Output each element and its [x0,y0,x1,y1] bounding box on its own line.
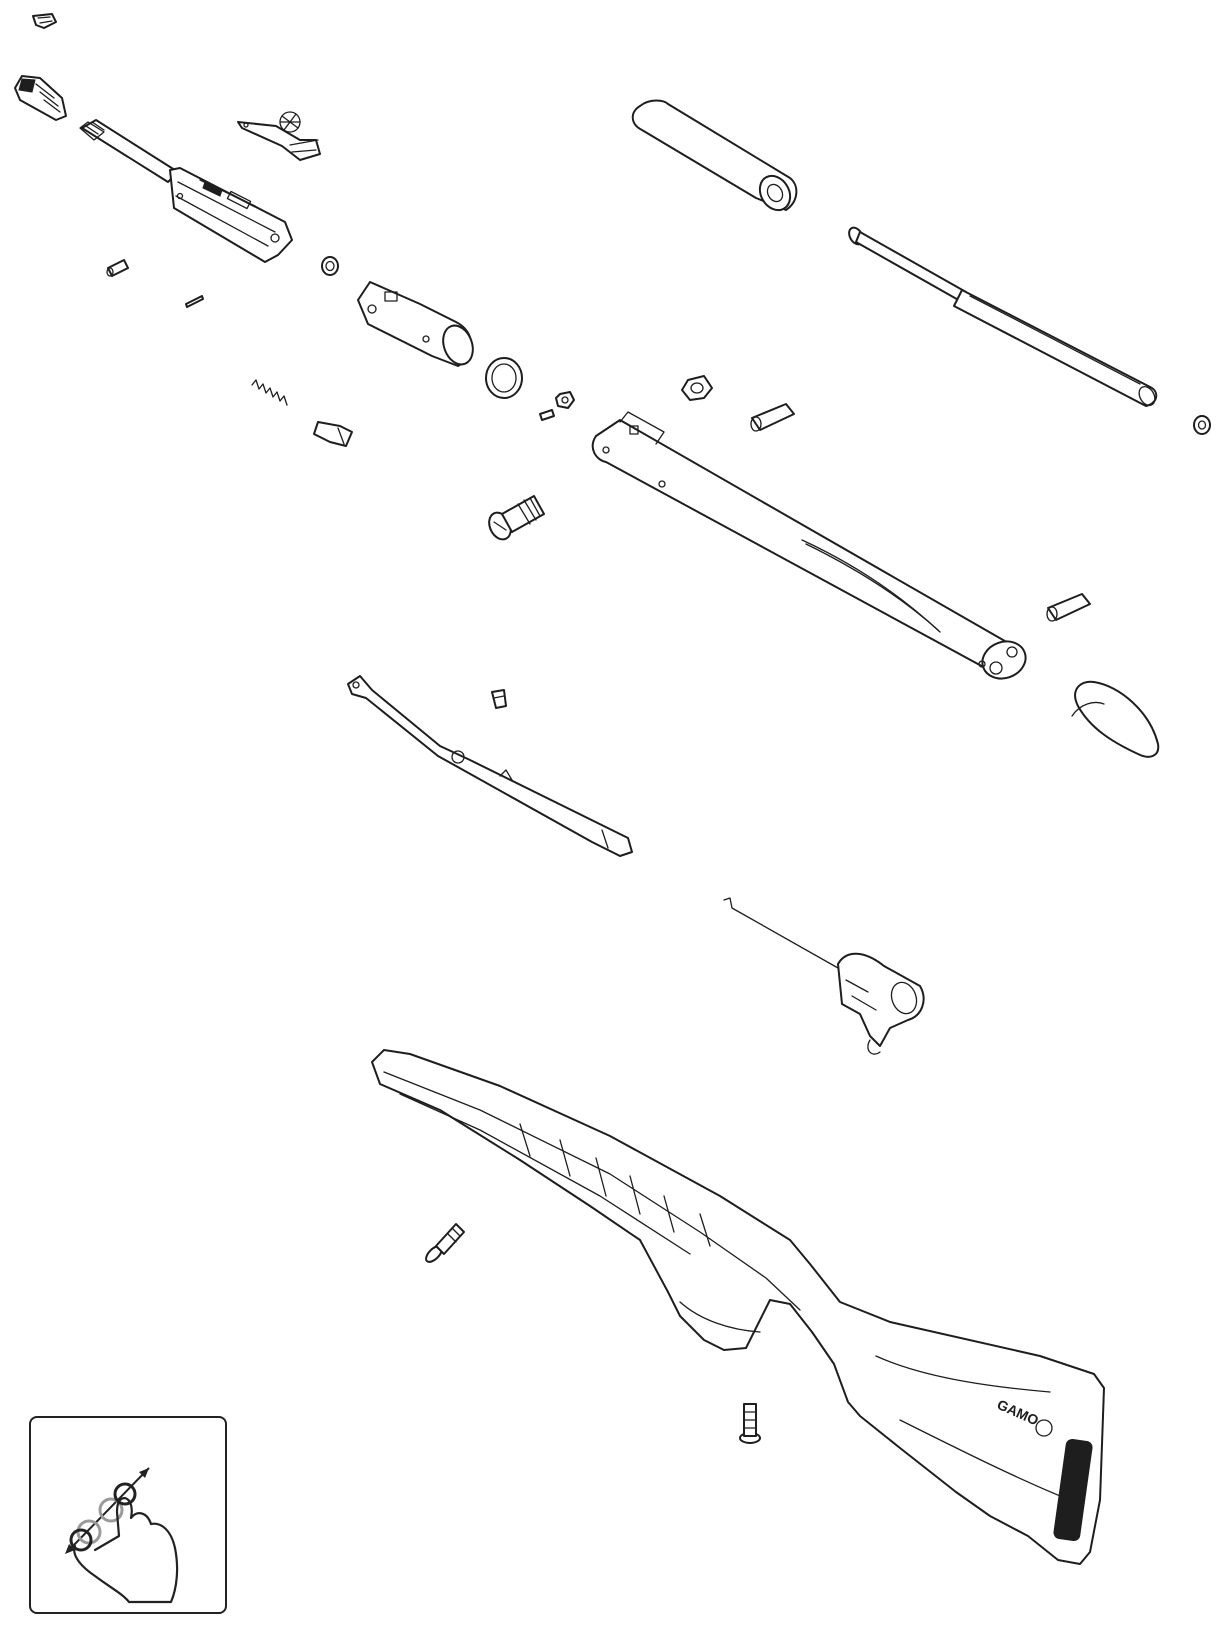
part-pin-1[interactable] [106,259,129,277]
part-hex-nut[interactable] [681,375,713,401]
part-pivot-screw[interactable] [485,495,545,543]
part-stock[interactable]: GAMO [371,1049,1105,1565]
part-pin-2[interactable] [750,403,795,432]
part-compression-tube[interactable] [631,99,798,216]
part-small-pin[interactable] [539,409,555,421]
part-rear-sight[interactable] [237,111,321,161]
part-pin-small[interactable] [185,295,204,308]
part-spring[interactable] [251,379,288,406]
part-muzzle-brake[interactable] [14,75,67,121]
part-cocking-lever[interactable] [347,675,633,857]
part-o-ring[interactable] [485,357,523,399]
part-gas-ram[interactable] [846,225,1158,408]
part-bushing[interactable] [321,256,339,276]
part-small-nut[interactable] [555,391,575,409]
part-pin-3[interactable] [1046,593,1091,622]
pinch-zoom-gesture-icon [65,1467,179,1604]
part-barrel-assembly[interactable] [79,119,293,263]
part-detent-plunger[interactable] [313,421,353,447]
part-front-clip[interactable] [32,13,57,29]
part-small-clip[interactable] [491,689,507,709]
part-stock-screw-1[interactable] [423,1223,465,1265]
part-washer[interactable] [1193,415,1211,435]
zoom-gesture-hint[interactable] [29,1416,227,1614]
part-cylinder-body[interactable] [591,411,1031,684]
part-stock-screw-2[interactable] [739,1403,761,1444]
part-trigger-assembly[interactable] [723,897,925,1055]
part-end-cap[interactable] [1071,680,1160,758]
part-barrel-pivot-block[interactable] [357,281,478,369]
